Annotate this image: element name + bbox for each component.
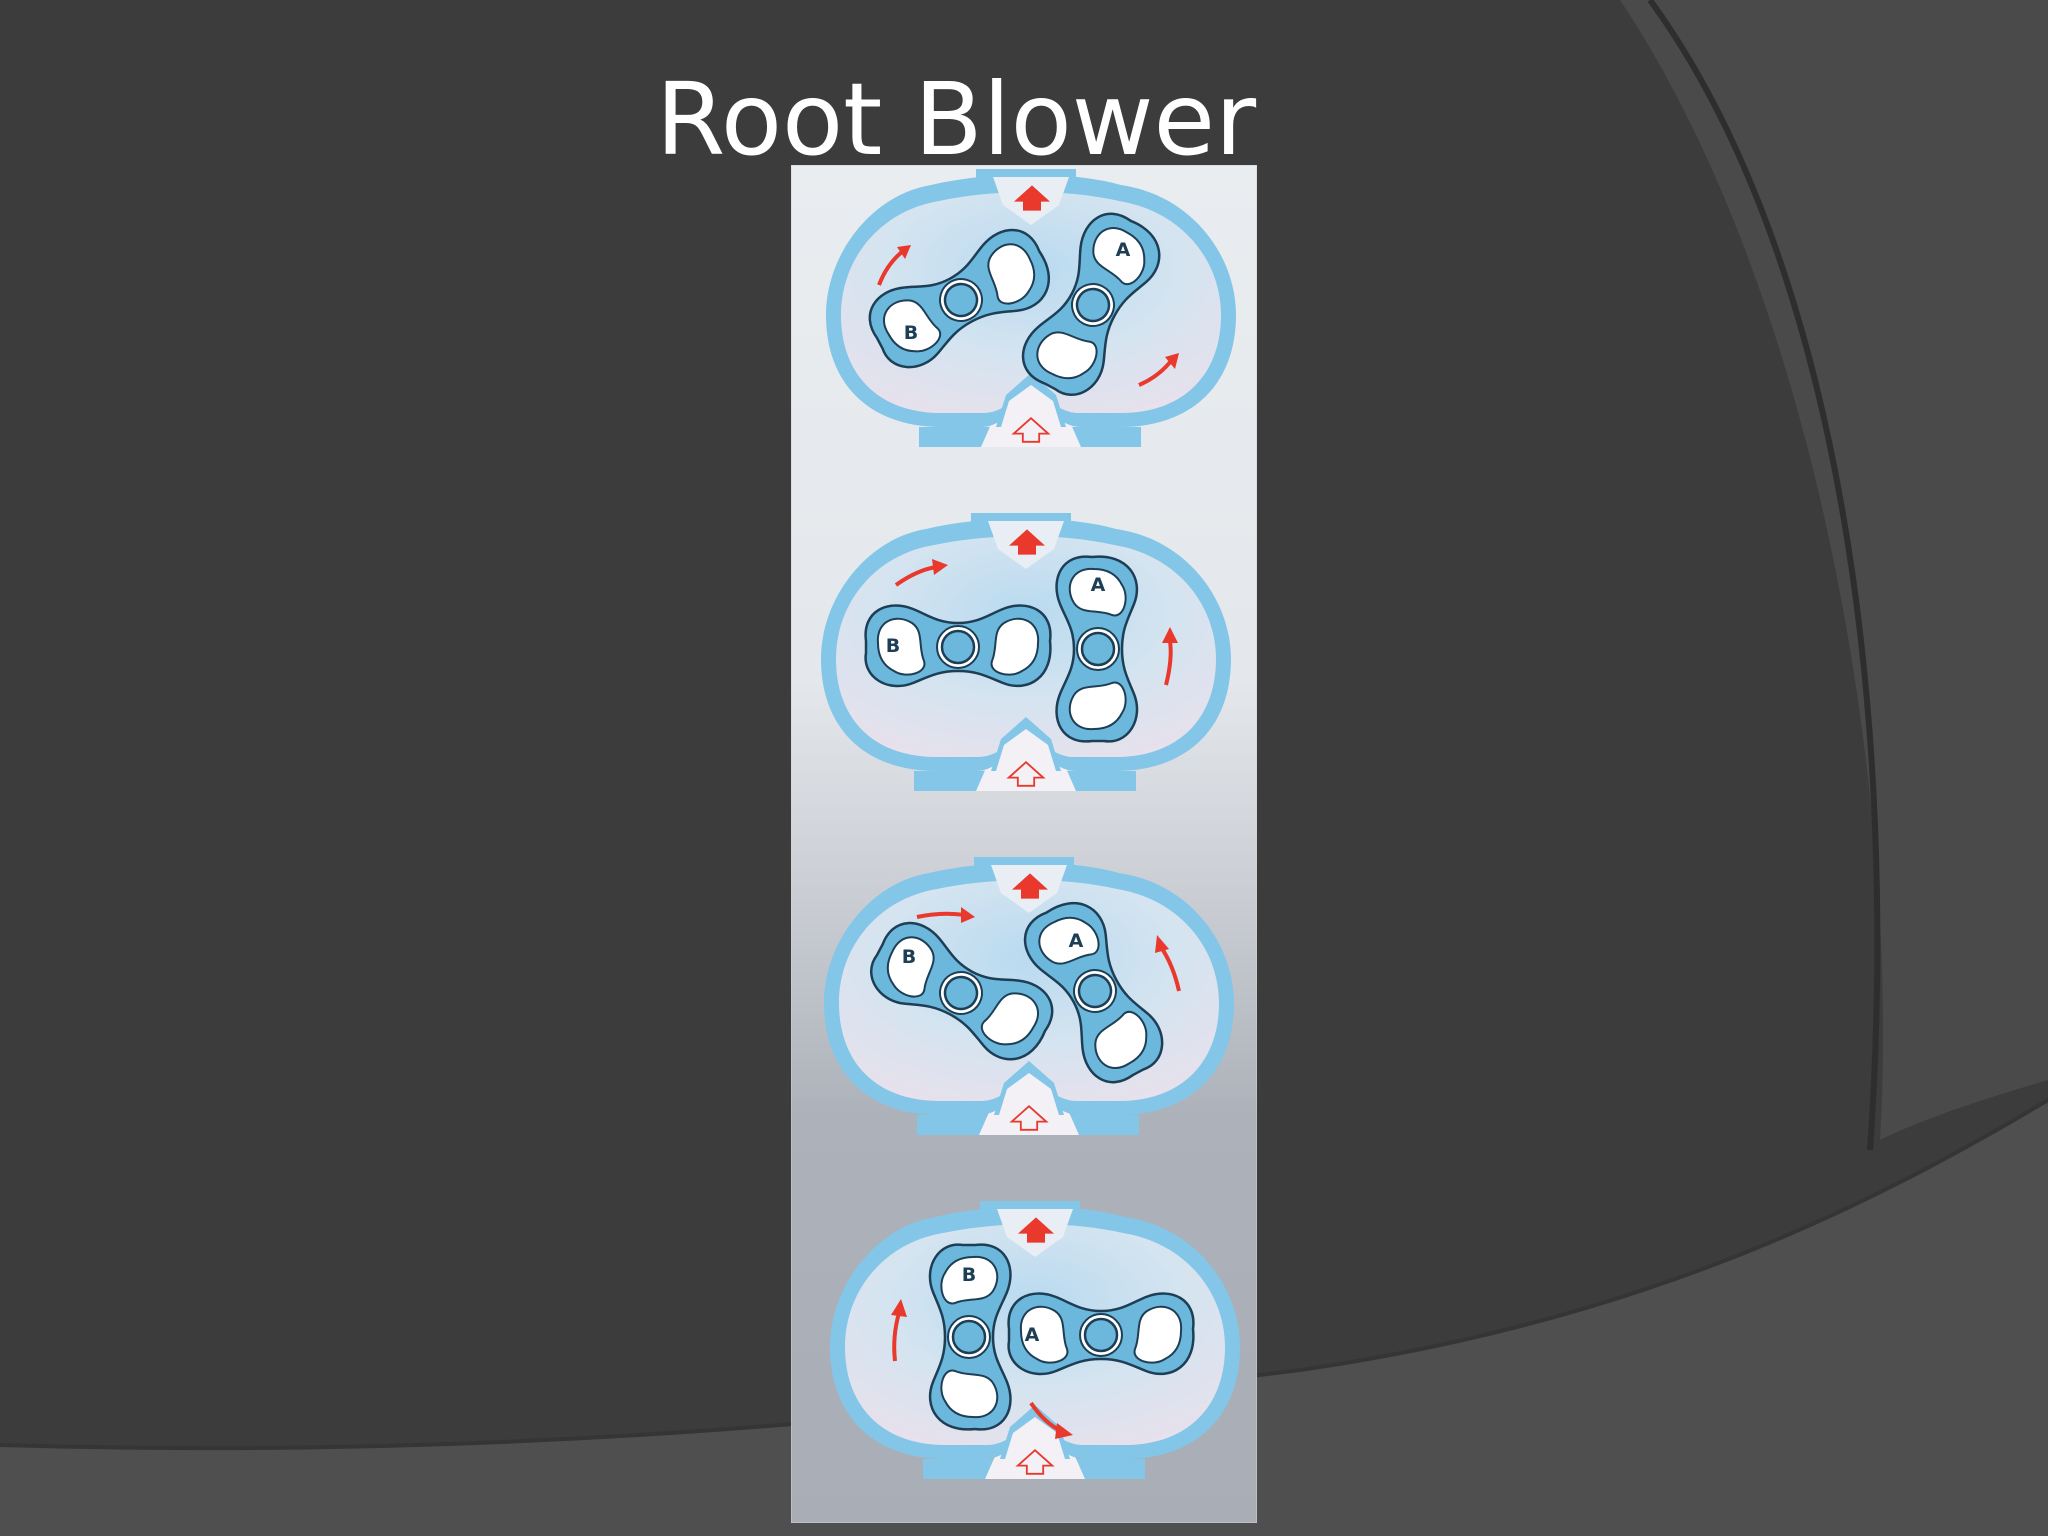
stage-2: B A bbox=[821, 513, 1231, 791]
root-blower-diagram: B A B A B A bbox=[791, 165, 1257, 1523]
stage-1: B A bbox=[826, 169, 1236, 447]
slide-title: Root Blower bbox=[655, 61, 1257, 178]
rotation-arrow-right bbox=[1164, 640, 1173, 686]
stage-3: B A bbox=[824, 857, 1234, 1135]
rotor-b-label: B bbox=[904, 322, 918, 344]
rotor-b-label: B bbox=[962, 1264, 976, 1286]
rotor-b-label: B bbox=[886, 635, 900, 657]
rotor-a-label: A bbox=[1091, 574, 1106, 596]
stage-4: B A bbox=[830, 1201, 1240, 1479]
rotor-a-label: A bbox=[1025, 1324, 1040, 1346]
rotor-a-label: A bbox=[1069, 930, 1084, 952]
rotation-arrow-left bbox=[892, 1312, 901, 1362]
rotor-b-label: B bbox=[902, 946, 916, 968]
rotation-arrow-right bbox=[1138, 359, 1173, 387]
rotor-a-label: A bbox=[1116, 239, 1131, 261]
rotation-arrow-left bbox=[877, 249, 905, 286]
rotation-arrow-left bbox=[894, 565, 937, 587]
